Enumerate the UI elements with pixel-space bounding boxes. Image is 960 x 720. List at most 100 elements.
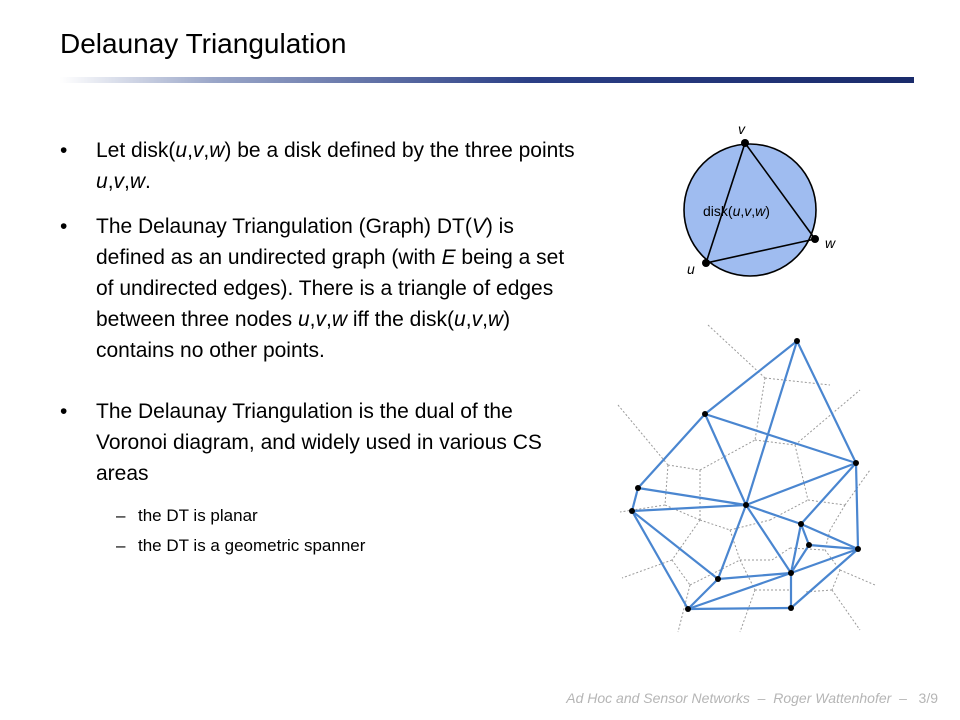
voronoi-edge: [754, 439, 796, 446]
dt-edge: [630, 486, 640, 513]
bullet-marker: •: [60, 139, 68, 162]
sub-bullet-spanner: – the DT is a geometric spanner: [60, 533, 580, 559]
disk-diagram: v w u disk(u,v,w): [683, 121, 836, 277]
page-number: 3/9: [918, 690, 938, 706]
bullet-marker: •: [60, 400, 68, 423]
title-underline: [60, 77, 914, 83]
voronoi-edge: [807, 499, 846, 506]
dt-edge: [744, 503, 803, 526]
dt-edge: [799, 522, 860, 551]
label-w: w: [825, 235, 836, 251]
graph-node: [788, 605, 794, 611]
voronoi-edge: [617, 404, 669, 466]
dt-edge: [799, 522, 811, 547]
voronoi-edge: [707, 324, 766, 379]
circumscribed-disk: [683, 143, 817, 277]
voronoi-edge: [699, 439, 756, 471]
footer-separator: –: [757, 690, 766, 706]
label-v: v: [738, 121, 746, 137]
dt-edge: [703, 412, 748, 507]
dt-edge: [795, 339, 858, 465]
graph-node: [702, 411, 708, 417]
voronoi-edge: [689, 559, 741, 586]
voronoi-edge: [839, 569, 876, 586]
bullet-dt-definition: • The Delaunay Triangulation (Graph) DT(…: [60, 211, 580, 366]
graph-node: [629, 508, 635, 514]
footer-author: Roger Wattenhofer: [773, 690, 892, 706]
voronoi-edge: [677, 584, 691, 633]
voronoi-edge: [619, 504, 666, 513]
voronoi-edge: [794, 389, 861, 446]
graph-node: [743, 502, 749, 508]
dt-edge: [789, 547, 860, 575]
graph-node: [794, 338, 800, 344]
point-u: [702, 259, 710, 267]
slide-footer: Ad Hoc and Sensor Networks – Roger Watte…: [566, 690, 938, 706]
bullet-marker: •: [60, 215, 68, 238]
voronoi-edge: [829, 504, 846, 531]
dt-edge: [686, 606, 793, 611]
voronoi-diagram: [617, 324, 876, 633]
voronoi-edge: [804, 589, 833, 593]
dt-edge: [744, 461, 858, 507]
dt-edge: [744, 503, 793, 575]
footer-separator: –: [899, 690, 907, 706]
voronoi-edge: [831, 589, 861, 631]
dt-edge: [703, 339, 799, 416]
graph-node: [635, 485, 641, 491]
dt-nodes: [629, 338, 861, 612]
graph-node: [855, 546, 861, 552]
footer-course: Ad Hoc and Sensor Networks: [566, 690, 750, 706]
delaunay-edges: [630, 339, 860, 611]
point-v: [741, 139, 749, 147]
dt-edge: [854, 461, 860, 551]
graph-node: [685, 606, 691, 612]
voronoi-edge: [664, 464, 669, 506]
voronoi-edge: [699, 519, 731, 531]
sub-bullet-marker: –: [116, 536, 126, 555]
graph-node: [806, 542, 812, 548]
sub-bullet-planar: – the DT is planar: [60, 503, 580, 529]
voronoi-edge: [831, 569, 841, 591]
dt-edge: [716, 503, 748, 581]
graph-node: [788, 570, 794, 576]
graph-node: [853, 460, 859, 466]
dt-edge: [789, 522, 803, 575]
dt-edge: [636, 486, 748, 507]
dt-edge: [744, 339, 799, 507]
dt-edge: [807, 543, 860, 551]
voronoi-edge: [667, 464, 701, 471]
dt-edge: [799, 461, 858, 526]
voronoi-edge: [764, 377, 831, 386]
dt-edge: [630, 509, 690, 611]
dt-edge: [686, 577, 720, 611]
point-w: [811, 235, 819, 243]
slide-title: Delaunay Triangulation: [60, 28, 347, 59]
bullet-list: • Let disk(u,v,w) be a disk defined by t…: [60, 135, 580, 559]
uvw-triangle: [704, 141, 817, 265]
dt-edge: [630, 509, 720, 581]
voronoi-edge: [729, 529, 741, 561]
dt-edge: [789, 547, 860, 610]
dt-edge: [630, 503, 748, 513]
dt-edge: [686, 571, 793, 611]
voronoi-edge: [671, 559, 691, 586]
voronoi-edge: [729, 519, 771, 531]
graph-node: [715, 576, 721, 582]
voronoi-edge: [671, 519, 701, 561]
voronoi-edge: [739, 589, 756, 633]
dt-edge: [716, 571, 793, 581]
sub-bullet-marker: –: [116, 506, 126, 525]
dt-edge: [703, 412, 858, 465]
voronoi-edge: [769, 499, 809, 521]
bullet-voronoi-dual: • The Delaunay Triangulation is the dual…: [60, 396, 580, 489]
bullet-disk-definition: • Let disk(u,v,w) be a disk defined by t…: [60, 135, 580, 197]
voronoi-edge: [739, 559, 756, 591]
disk-label: disk(u,v,w): [703, 203, 770, 219]
label-u: u: [687, 261, 695, 277]
dt-edge: [636, 412, 707, 490]
voronoi-edge: [621, 559, 673, 579]
dt-edge: [789, 543, 811, 575]
voronoi-edge: [794, 444, 809, 501]
